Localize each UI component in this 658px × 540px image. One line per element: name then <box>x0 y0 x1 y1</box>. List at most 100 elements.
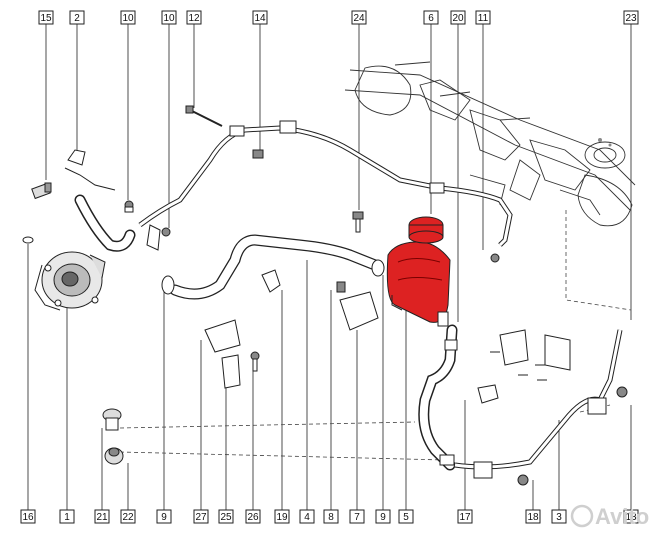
callout-10b: 10 <box>161 10 177 25</box>
bolt-10b <box>161 227 171 237</box>
callout-22: 22 <box>120 509 136 524</box>
callout-label: 10 <box>122 13 134 24</box>
callout-11: 11 <box>475 10 491 25</box>
bolt-11 <box>490 253 500 263</box>
callout-2: 2 <box>69 10 85 25</box>
callout-label: 24 <box>353 13 365 24</box>
callout-23: 23 <box>623 10 639 25</box>
return-pipe <box>454 329 623 479</box>
callout-9a: 9 <box>156 509 172 524</box>
pressure-pipe <box>138 120 513 247</box>
callout-label: 27 <box>195 512 207 523</box>
callout-12: 12 <box>186 10 202 25</box>
callout-label: 6 <box>428 13 434 24</box>
callout-18: 18 <box>525 509 541 524</box>
callout-label: 26 <box>247 512 259 523</box>
callout-27: 27 <box>193 509 209 524</box>
callout-label: 13 <box>625 512 637 523</box>
clip-9 <box>146 224 161 251</box>
callout-label: 8 <box>328 512 334 523</box>
callout-label: 3 <box>556 512 562 523</box>
bolt-8 <box>336 281 346 293</box>
callout-26: 26 <box>245 509 261 524</box>
bottom-callout-group: 16 1 21 22 9 27 25 26 19 4 8 7 9 5 17 18… <box>20 509 639 524</box>
callout-label: 25 <box>220 512 232 523</box>
return-hose <box>418 324 458 471</box>
bolt-18 <box>517 474 529 486</box>
clip-group <box>499 329 529 366</box>
bracket-25 <box>221 354 241 389</box>
callout-3: 3 <box>551 509 567 524</box>
callout-label: 21 <box>96 512 108 523</box>
pump-hose <box>64 149 136 252</box>
callout-14: 14 <box>252 10 268 25</box>
callout-6: 6 <box>423 10 439 25</box>
bolt-14 <box>252 149 264 159</box>
callout-8: 8 <box>323 509 339 524</box>
bolt-12 <box>185 105 223 127</box>
steering-rack <box>344 61 636 227</box>
callout-label: 4 <box>304 512 310 523</box>
bracket-27 <box>204 319 241 353</box>
callout-label: 1 <box>64 512 70 523</box>
bolt-26 <box>250 351 260 372</box>
suction-hose <box>161 234 385 300</box>
callout-21: 21 <box>94 509 110 524</box>
pressure-sensor <box>31 182 52 200</box>
callout-4: 4 <box>299 509 315 524</box>
callout-24: 24 <box>351 10 367 25</box>
brackets <box>146 224 571 404</box>
callout-label: 2 <box>74 13 80 24</box>
power-steering-pump <box>34 251 106 311</box>
clip-22 <box>104 447 124 465</box>
callout-17: 17 <box>457 509 473 524</box>
fluid-reservoir <box>386 241 451 327</box>
callout-label: 7 <box>354 512 360 523</box>
bolts <box>102 105 628 486</box>
callout-20: 20 <box>450 10 466 25</box>
bolt-10a <box>124 200 134 213</box>
callout-label: 23 <box>625 13 637 24</box>
top-callout-group: 15 2 10 10 12 14 24 6 20 11 23 <box>38 10 639 25</box>
callout-19: 19 <box>274 509 290 524</box>
clip-17 <box>477 384 499 404</box>
callout-label: 11 <box>478 13 489 24</box>
callout-15: 15 <box>38 10 54 25</box>
callout-9b: 9 <box>375 509 391 524</box>
callout-label: 9 <box>380 512 386 523</box>
reference-lines <box>119 210 632 461</box>
bolt-24 <box>352 211 364 233</box>
reservoir-cap <box>408 216 444 244</box>
callout-1: 1 <box>59 509 75 524</box>
callout-25: 25 <box>218 509 234 524</box>
leader-lines <box>27 24 632 510</box>
detail-marks <box>490 351 547 381</box>
watermark-text: Avito <box>595 504 649 529</box>
callout-label: 14 <box>254 13 266 24</box>
rack-shading <box>598 138 612 147</box>
callout-label: 18 <box>527 512 539 523</box>
callout-label: 15 <box>40 13 52 24</box>
callout-16: 16 <box>20 509 36 524</box>
bracket-19 <box>261 269 281 293</box>
bolt-21 <box>102 408 122 431</box>
callout-label: 16 <box>22 512 34 523</box>
watermark: Avito <box>570 504 649 529</box>
callout-label: 12 <box>188 13 200 24</box>
callout-label: 10 <box>163 13 175 24</box>
clip-group-2 <box>544 334 571 371</box>
callout-10a: 10 <box>120 10 136 25</box>
callout-label: 19 <box>276 512 288 523</box>
washer <box>22 236 34 244</box>
callout-5: 5 <box>398 509 414 524</box>
callout-label: 20 <box>452 13 464 24</box>
bracket-7 <box>339 291 379 331</box>
callout-7: 7 <box>349 509 365 524</box>
callout-label: 17 <box>459 512 471 523</box>
bolt-13 <box>616 386 628 398</box>
callout-label: 9 <box>161 512 167 523</box>
callout-label: 5 <box>403 512 409 523</box>
callout-label: 22 <box>122 512 134 523</box>
